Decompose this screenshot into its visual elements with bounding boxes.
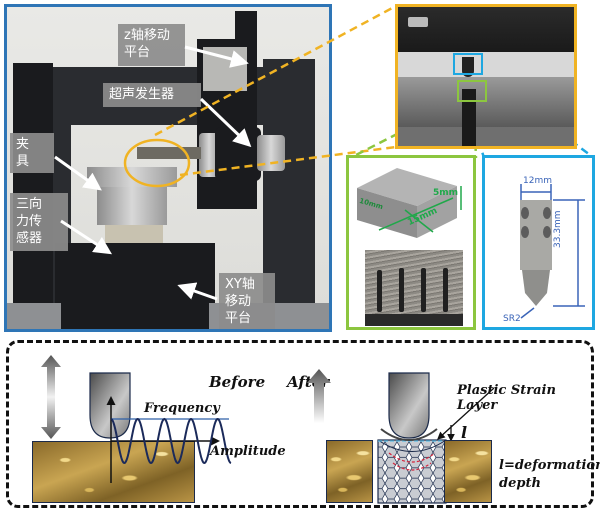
before-workpiece [32, 441, 195, 503]
focus-circle-overlay [123, 138, 191, 188]
tip-radius-label: SR2 [503, 314, 521, 324]
process-schematic-panel: Frequency Amplitude Before After Plastic… [6, 340, 600, 508]
label-z-stage: z轴移动 平台 [118, 24, 185, 66]
tool-hole-1 [521, 207, 529, 219]
pointer-arrows [54, 45, 252, 301]
tool-drawing [520, 184, 585, 319]
orange-connector-top [154, 4, 397, 137]
experimental-setup-photo: z轴移动 平台 超声发生器 夹 具 三向 力传 感器 XY轴 移动 平台 [4, 4, 332, 332]
label-fixture: 夹 具 [10, 133, 54, 173]
controller-box [13, 63, 53, 303]
block-front-face [357, 188, 417, 238]
tool-hole-2 [543, 207, 551, 219]
label-ultrasonic-generator-text: 超声发生器 [109, 87, 175, 102]
micrograph-edge [365, 314, 463, 326]
dim-length-label: 33.3mm [553, 210, 563, 248]
grain-structure [377, 439, 447, 504]
strain-contour-1 [388, 452, 436, 463]
dim-diameter-label: 12mm [523, 176, 552, 186]
tool-hole-4 [543, 226, 551, 238]
dim-width-arrow [404, 209, 434, 233]
sample-highlight-box [457, 80, 487, 102]
vertical-vibration-arrow [41, 355, 61, 439]
label-ultrasonic-generator: 超声发生器 [103, 83, 201, 107]
scratch-track-1 [377, 270, 382, 312]
before-wave-overlay [106, 396, 232, 483]
strain-contour-2 [392, 462, 432, 471]
after-workpiece-left [326, 440, 373, 503]
force-sensor [105, 225, 163, 245]
sample-panel: 5mm 15mm 10mm [346, 155, 476, 330]
focus-ellipse [123, 138, 191, 188]
depth-symbol: l [461, 423, 468, 442]
depth-definition-line2: depth [499, 476, 541, 491]
dim-height-label: 5mm [433, 188, 459, 198]
tool-hole-3 [521, 226, 529, 238]
scratch-track-3 [421, 268, 426, 312]
arrow-fixture [54, 155, 102, 191]
arrow-ultrasonic-generator [199, 97, 252, 148]
after-workpiece-right [444, 440, 492, 503]
background-wall [398, 52, 574, 77]
tip-closeup-panel [395, 4, 577, 149]
sample-closeup [462, 89, 476, 146]
retract-arrow [307, 369, 331, 423]
block-top-face [357, 168, 457, 206]
plastic-layer-pointer [437, 387, 495, 440]
arrow-z-stage [184, 45, 249, 68]
label-z-stage-text: z轴移动 平台 [124, 28, 170, 60]
deformed-grain-boundary [377, 439, 447, 452]
after-tool [388, 372, 430, 439]
block-side-face [417, 186, 457, 238]
orange-connector-bottom [179, 145, 397, 177]
label-xy-stage: XY轴 移动 平台 [219, 273, 275, 329]
arrow-xy-stage [177, 282, 218, 301]
dim-length-arrow [378, 197, 454, 231]
z-motor [235, 11, 257, 41]
label-force-sensor: 三向 力传 感器 [10, 193, 68, 251]
plastic-strain-layer-label: Plastic Strain Layer [457, 383, 556, 413]
horn-closeup [398, 7, 574, 52]
sample-micrograph [365, 250, 463, 326]
tool-highlight-box [453, 53, 483, 75]
label-fixture-text: 夹 具 [16, 137, 30, 169]
after-schematic [307, 369, 495, 504]
tool-tip [522, 270, 550, 306]
before-label: Before [209, 373, 266, 391]
arrow-force-sensor [60, 219, 113, 255]
label-xy-stage-text: XY轴 移动 平台 [225, 277, 255, 326]
granite-right-column [263, 59, 315, 309]
horn-screw [408, 17, 428, 27]
fixture-base [97, 187, 167, 225]
depth-definition-line1: l=deformation [499, 458, 600, 473]
scratch-track-2 [399, 268, 404, 312]
sample-block-drawing [357, 168, 462, 238]
tip-radius-arrow [520, 307, 535, 319]
tool-panel: 12mm 33.3mm SR2 [482, 155, 595, 330]
label-force-sensor-text: 三向 力传 感器 [16, 197, 43, 246]
tool-tip-closeup [462, 57, 474, 77]
vibration-wave [110, 417, 232, 465]
pileup-curve [380, 428, 438, 441]
scratch-track-4 [443, 268, 448, 312]
amplitude-label: Amplitude [210, 444, 286, 459]
transducer-flange [199, 133, 219, 177]
frequency-label: Frequency [144, 401, 220, 416]
